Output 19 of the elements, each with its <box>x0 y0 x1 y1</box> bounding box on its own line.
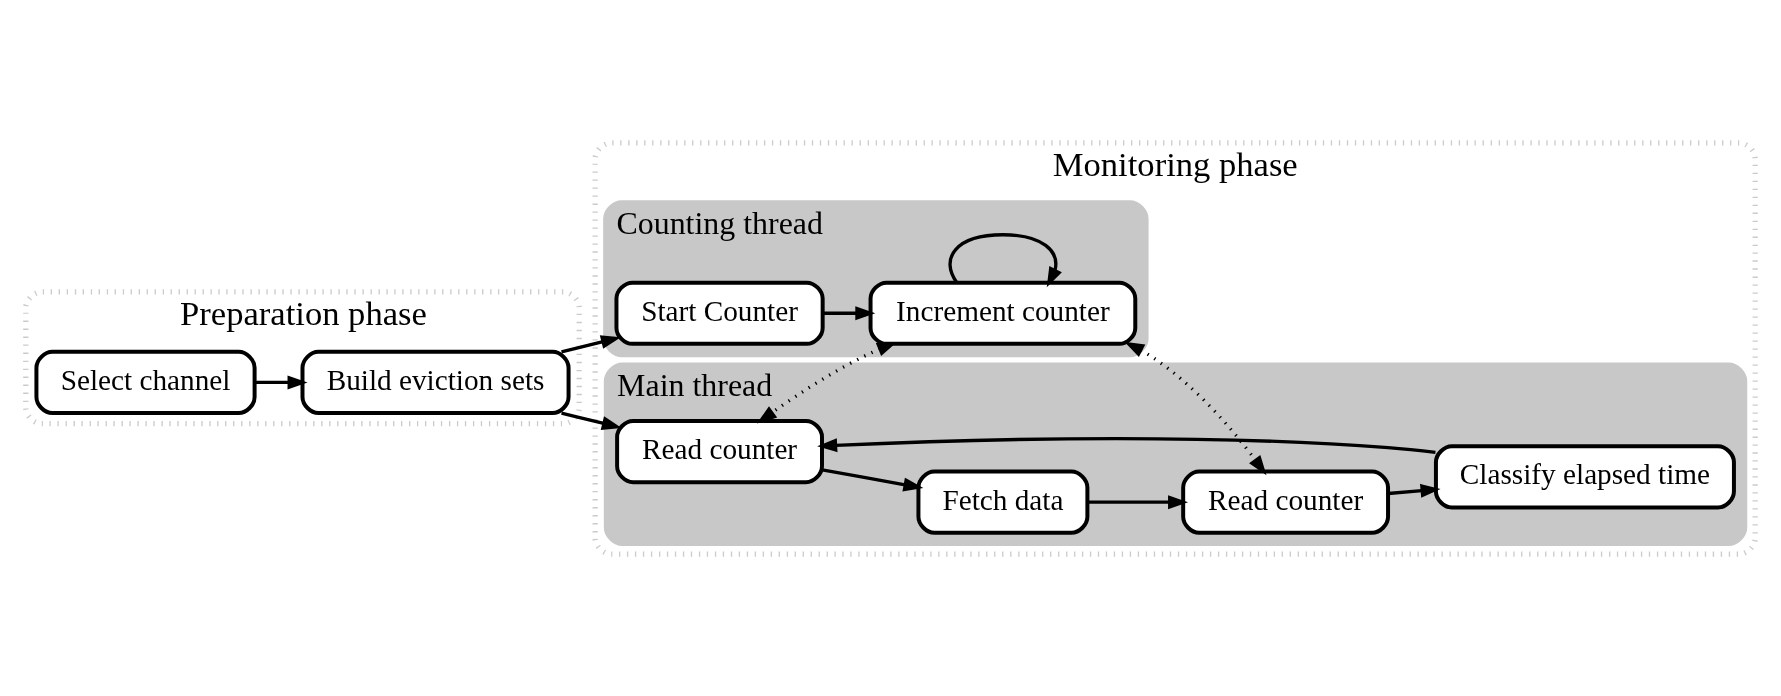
arrow <box>756 341 897 424</box>
arrow <box>821 467 924 491</box>
node-box: Build eviction sets <box>300 349 571 415</box>
arrow <box>823 305 876 320</box>
arrow <box>1388 483 1441 498</box>
node-box: Read counter <box>615 418 824 484</box>
arrow <box>1124 341 1267 475</box>
node-box: Read counter <box>1181 469 1391 535</box>
node-box: Select channel <box>34 349 257 415</box>
node-box: Start Counter <box>614 280 825 346</box>
arrow <box>561 410 622 430</box>
arrow <box>1087 494 1189 509</box>
arrow <box>817 436 1436 454</box>
node-box: Classify elapsed time <box>1433 443 1736 509</box>
arrow <box>948 232 1062 287</box>
node-box: Increment counter <box>868 280 1138 346</box>
arrow <box>561 334 621 353</box>
node-box: Fetch data <box>916 469 1090 535</box>
arrow <box>254 374 308 389</box>
